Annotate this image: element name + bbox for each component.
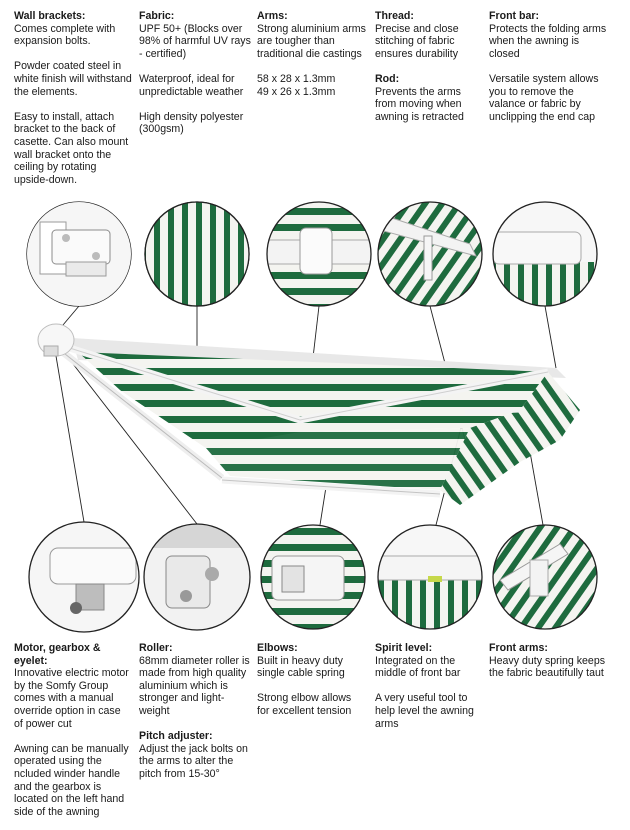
detail-elbow bbox=[260, 524, 366, 630]
awning-main bbox=[37, 323, 580, 505]
arms-text: Arms: Strong aluminium arms are tougher … bbox=[257, 10, 371, 98]
elbows-p2: Strong elbow allows for excellent tensio… bbox=[257, 692, 352, 717]
front-bar-text: Front bar: Protects the folding arms whe… bbox=[489, 10, 607, 123]
wall-brackets-heading: Wall brackets: bbox=[14, 10, 86, 22]
detail-thread-rod bbox=[377, 201, 483, 307]
motor-heading: Motor, gearbox & eyelet: bbox=[14, 642, 101, 667]
detail-fabric bbox=[144, 201, 250, 307]
motor-p1: Innovative electric motor by the Somfy G… bbox=[14, 667, 129, 730]
wall-brackets-p1: Comes complete with expansion bolts. bbox=[14, 22, 116, 48]
roller-pitch-text: Roller: 68mm diameter roller is made fro… bbox=[139, 642, 251, 781]
wall-brackets-p2: Powder coated steel in white finish will… bbox=[14, 60, 132, 98]
detail-motor bbox=[28, 521, 140, 633]
detail-roller-pitch bbox=[143, 523, 251, 631]
elbows-heading: Elbows: bbox=[257, 642, 298, 654]
pitch-heading: Pitch adjuster: bbox=[139, 730, 213, 743]
rod-heading: Rod: bbox=[375, 72, 400, 85]
fabric-p3: High density polyester (300gsm) bbox=[139, 110, 244, 136]
thread-rod-text: Thread: Precise and close stitching of f… bbox=[375, 10, 479, 123]
front-bar-heading: Front bar: bbox=[489, 10, 540, 22]
rod-p1: Prevents the arms from moving when awnin… bbox=[375, 85, 464, 123]
spirit-level-p1: Integrated on the middle of front bar bbox=[375, 654, 461, 680]
wall-brackets-p3: Easy to install, attach bracket to the b… bbox=[14, 110, 129, 186]
roller-heading: Roller: bbox=[139, 642, 173, 654]
roller-p1: 68mm diameter roller is made from high q… bbox=[139, 654, 250, 717]
arms-p1: Strong aluminium arms are tougher than t… bbox=[257, 22, 366, 60]
detail-arms bbox=[266, 201, 372, 307]
pitch-p1: Adjust the jack bolts on the arms to alt… bbox=[139, 742, 248, 780]
fabric-heading: Fabric: bbox=[139, 10, 175, 22]
elbows-p1: Built in heavy duty single cable spring bbox=[257, 654, 345, 680]
wall-brackets-text: Wall brackets: Comes complete with expan… bbox=[14, 10, 132, 186]
front-bar-p1: Protects the folding arms when the awnin… bbox=[489, 22, 607, 60]
motor-text: Motor, gearbox & eyelet: Innovative elec… bbox=[14, 642, 132, 818]
front-arms-heading: Front arms: bbox=[489, 642, 548, 654]
thread-p1: Precise and close stitching of fabric en… bbox=[375, 22, 459, 60]
thread-heading: Thread: bbox=[375, 10, 414, 22]
spirit-level-p2: A very useful tool to help level the awn… bbox=[375, 692, 474, 730]
arms-p2: 58 x 28 x 1.3mm 49 x 26 x 1.3mm bbox=[257, 72, 336, 98]
front-bar-p2: Versatile system allows you to remove th… bbox=[489, 72, 599, 123]
fabric-p2: Waterproof, ideal for unpredictable weat… bbox=[139, 72, 244, 98]
spirit-level-heading: Spirit level: bbox=[375, 642, 433, 654]
fabric-text: Fabric: UPF 50+ (Blocks over 98% of harm… bbox=[139, 10, 253, 136]
detail-front-bar bbox=[492, 201, 598, 307]
detail-front-arms bbox=[492, 524, 598, 630]
spirit-level-text: Spirit level: Integrated on the middle o… bbox=[375, 642, 479, 730]
front-arms-text: Front arms: Heavy duty spring keeps the … bbox=[489, 642, 615, 680]
fabric-p1: UPF 50+ (Blocks over 98% of harmful UV r… bbox=[139, 22, 251, 60]
front-arms-p1: Heavy duty spring keeps the fabric beaut… bbox=[489, 654, 606, 680]
motor-p2: Awning can be manually operated using th… bbox=[14, 742, 129, 818]
elbows-text: Elbows: Built in heavy duty single cable… bbox=[257, 642, 363, 718]
detail-wall-bracket bbox=[26, 201, 132, 307]
detail-spirit-level bbox=[377, 524, 483, 630]
arms-heading: Arms: bbox=[257, 10, 288, 22]
